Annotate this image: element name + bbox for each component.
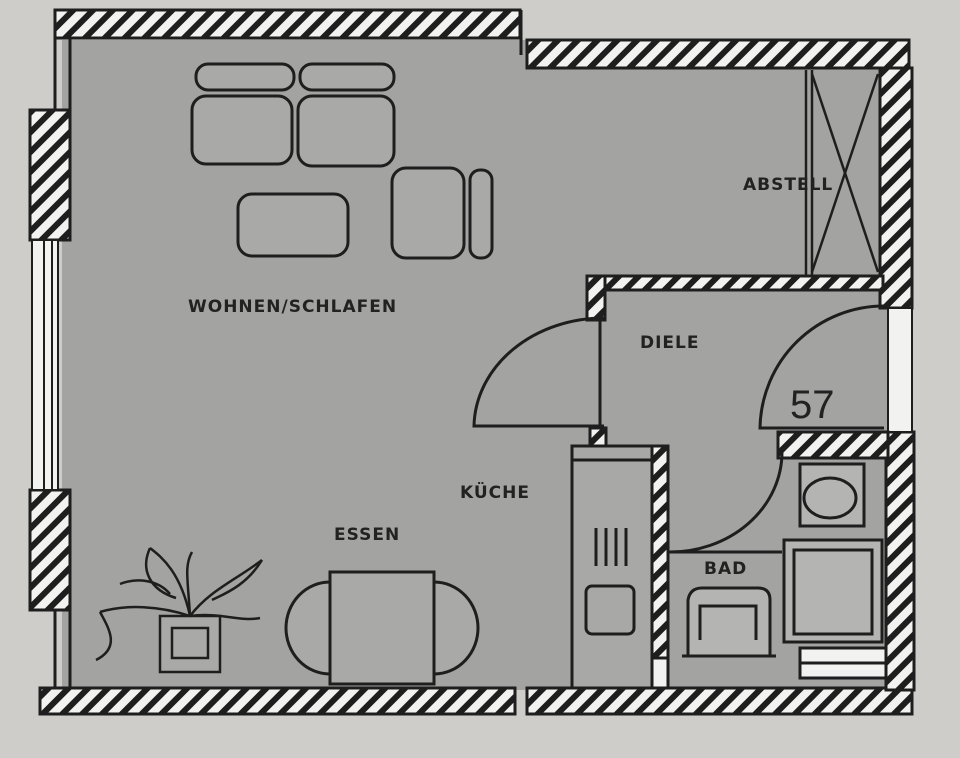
label-essen: ESSEN: [334, 525, 400, 545]
label-kuche: KÜCHE: [460, 481, 530, 503]
interior-walls: [585, 274, 890, 690]
sink-icon: [584, 584, 636, 636]
label-wohnen-schlafen: WOHNEN/SCHLAFEN: [188, 297, 397, 317]
wall-bad-top: [776, 430, 890, 460]
bathroom-fixtures: [682, 462, 884, 658]
outer-walls: [28, 8, 916, 716]
wall-diele-top: [585, 274, 885, 292]
sofa-icon: [190, 62, 396, 168]
door-entrance: [758, 304, 885, 430]
window-right: [887, 307, 913, 433]
door-wohnen: [472, 316, 605, 428]
abstell-partition: [804, 70, 880, 276]
wall-right-lower: [884, 430, 916, 692]
armchair-icon: [390, 166, 494, 260]
label-apartment-number: 57: [790, 383, 835, 427]
wall-top-left: [53, 8, 522, 40]
kitchen-counter: [570, 444, 654, 690]
label-diele: DIELE: [640, 333, 700, 353]
door-bad: [667, 451, 784, 554]
plant-icon: [95, 547, 264, 674]
label-abstell: ABSTELL: [743, 175, 833, 195]
wall-left-lower: [28, 488, 72, 612]
dining-table-icon: [284, 570, 480, 686]
coffee-table-icon: [236, 192, 350, 258]
wall-bottom-right: [525, 686, 914, 716]
wall-left-upper: [28, 108, 72, 242]
wall-diele-stub: [585, 274, 607, 322]
doors: [472, 304, 885, 554]
wall-stub-lower: [588, 426, 608, 448]
label-bad: BAD: [704, 559, 747, 579]
shower-icon: [782, 538, 884, 644]
toilet-tank-icon: [798, 462, 866, 528]
wall-top-right: [525, 38, 911, 70]
toilet-icon: [802, 476, 858, 520]
window-left: [31, 239, 59, 491]
wall-right-upper: [878, 66, 914, 310]
wall-bottom-left: [38, 686, 517, 716]
stove-icon: [594, 528, 628, 566]
